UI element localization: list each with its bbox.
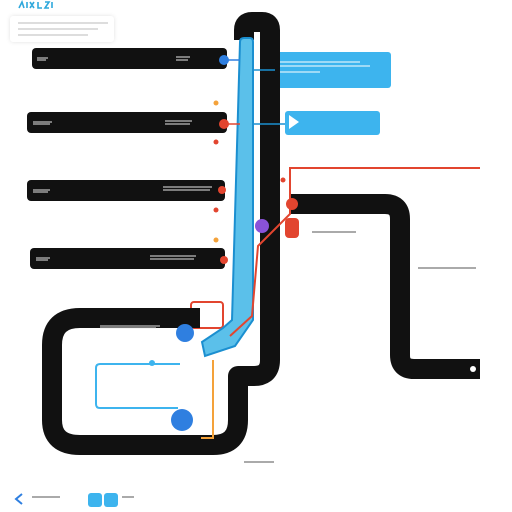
station-marker-icon[interactable] <box>285 218 299 238</box>
track-bar-4 <box>30 248 225 269</box>
node-icon[interactable] <box>286 198 298 210</box>
main-blue-line <box>200 37 254 358</box>
side-scribbles <box>32 231 476 498</box>
orange-line <box>201 360 214 439</box>
diagram-title-scribble <box>18 0 58 12</box>
play-icon[interactable] <box>287 114 301 130</box>
node-icon[interactable] <box>219 55 229 65</box>
legend-swatch <box>88 493 118 507</box>
header-line <box>18 34 88 36</box>
track-bar-3 <box>27 180 225 201</box>
red-line <box>229 167 480 337</box>
legend-swatch-block <box>88 493 102 507</box>
callout-scribbles <box>280 61 370 73</box>
node-icon <box>213 237 219 243</box>
chevron-left-icon[interactable] <box>14 493 23 505</box>
track-bar-2 <box>27 112 227 133</box>
header-line <box>18 28 98 30</box>
track-bar-scribbles <box>33 56 212 329</box>
node-icon[interactable] <box>218 186 226 194</box>
callout-box-top <box>275 52 391 88</box>
node-icon[interactable] <box>171 409 193 431</box>
node-icon <box>213 139 219 145</box>
main-black-track <box>42 12 280 455</box>
callout-box-play <box>285 111 380 135</box>
node-icon[interactable] <box>255 219 269 233</box>
node-icon <box>470 366 476 372</box>
node-icon[interactable] <box>219 119 229 129</box>
node-icon[interactable] <box>149 360 155 366</box>
node-icon[interactable] <box>220 256 228 264</box>
node-icon[interactable] <box>176 324 194 342</box>
right-black-track <box>290 194 480 379</box>
node-icon <box>280 177 286 183</box>
node-icon <box>213 207 219 213</box>
node-icon <box>213 100 219 106</box>
blue-loop-line <box>95 363 180 409</box>
legend-swatch-block <box>104 493 118 507</box>
header-line <box>18 22 108 24</box>
track-bar-1 <box>32 48 227 69</box>
